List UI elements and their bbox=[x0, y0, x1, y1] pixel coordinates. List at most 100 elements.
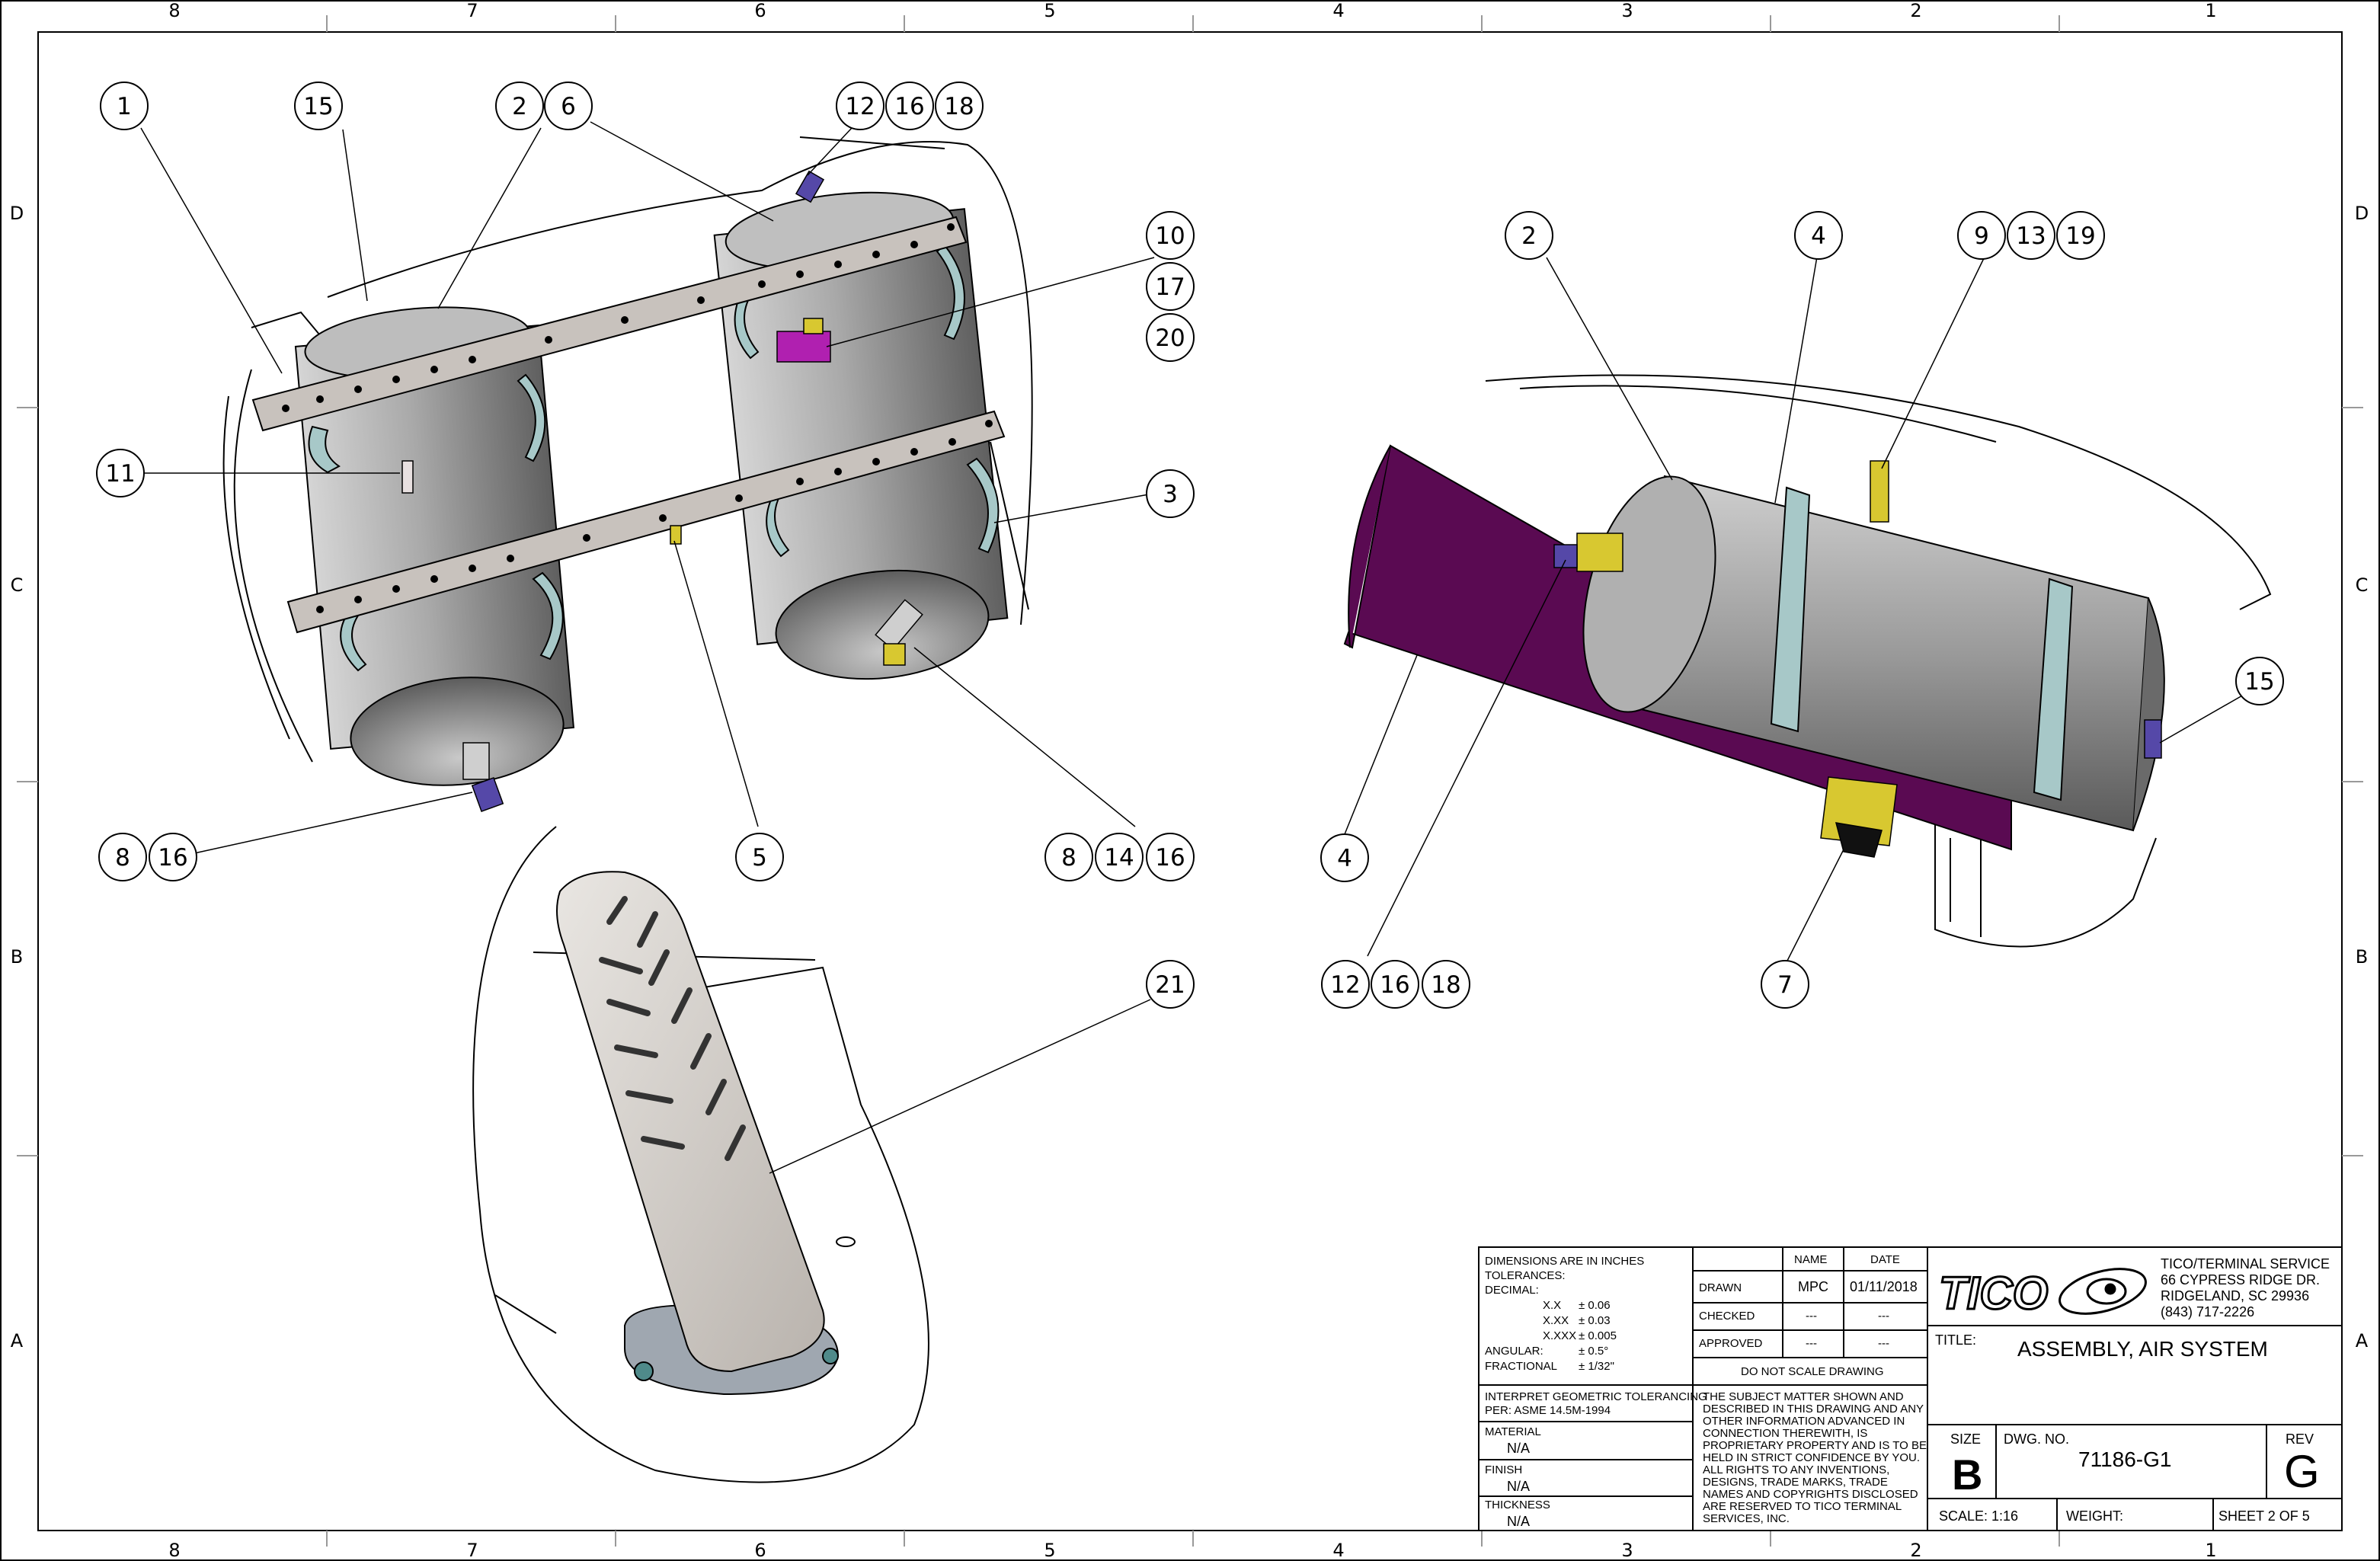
balloon-circle bbox=[1146, 469, 1195, 518]
zone-row-D-right: D bbox=[2355, 203, 2369, 224]
balloon-circle bbox=[1320, 833, 1369, 882]
balloon-label: 11 bbox=[105, 460, 135, 488]
approved-date: --- bbox=[1878, 1337, 1889, 1350]
balloon-circle bbox=[2007, 211, 2055, 260]
drawn-date: 01/11/2018 bbox=[1850, 1279, 1918, 1294]
fittings-view1 bbox=[401, 170, 923, 813]
company-logo: TICO bbox=[1939, 1268, 2048, 1319]
balloon-2: 2 bbox=[1505, 211, 1553, 260]
balloon-16: 16 bbox=[885, 82, 934, 130]
balloon-label: 14 bbox=[1104, 844, 1134, 872]
title-block-text: DIMENSIONS ARE IN INCHES TOLERANCES: DEC… bbox=[1485, 1253, 2330, 1529]
confidential-line: SERVICES, INC. bbox=[1703, 1512, 1790, 1525]
balloon-circle bbox=[1761, 960, 1809, 1009]
fractional-value: ± 1/32" bbox=[1579, 1360, 1614, 1373]
revision-label: REV bbox=[2286, 1431, 2314, 1447]
zone-column-7-bottom: 7 bbox=[466, 1540, 478, 1561]
balloon-16: 16 bbox=[1146, 833, 1195, 881]
balloon-14: 14 bbox=[1095, 833, 1144, 881]
angular-label: ANGULAR: bbox=[1485, 1345, 1543, 1358]
finish-label: FINISH bbox=[1485, 1463, 1522, 1476]
balloon-16: 16 bbox=[149, 833, 197, 881]
balloon-label: 15 bbox=[2244, 668, 2274, 696]
balloon-7: 7 bbox=[1761, 960, 1809, 1009]
balloon-circle bbox=[1146, 211, 1195, 260]
confidential-line: THE SUBJECT MATTER SHOWN AND bbox=[1703, 1390, 1904, 1403]
balloon-label: 5 bbox=[752, 844, 767, 872]
logo-emblem-icon bbox=[2059, 1268, 2147, 1315]
balloon-label: 16 bbox=[158, 844, 187, 872]
balloon-label: 3 bbox=[1163, 481, 1178, 508]
balloon-10: 10 bbox=[1146, 211, 1195, 260]
zone-column-7-top: 7 bbox=[466, 0, 478, 21]
tol-xxx-value: ± 0.005 bbox=[1579, 1329, 1617, 1342]
company-phone: (843) 717-2226 bbox=[2161, 1304, 2254, 1319]
tank-brackets bbox=[251, 216, 1006, 634]
balloon-label: 16 bbox=[1380, 971, 1409, 999]
weight: WEIGHT: bbox=[2066, 1508, 2123, 1524]
balloon-circle bbox=[1794, 211, 1843, 260]
confidential-line: DESCRIBED IN THIS DRAWING AND ANY bbox=[1703, 1403, 1924, 1415]
tol-xx-value: ± 0.03 bbox=[1579, 1314, 1611, 1327]
balloon-1: 1 bbox=[100, 82, 149, 130]
balloon-circle bbox=[836, 82, 885, 130]
name-column-header: NAME bbox=[1794, 1253, 1827, 1266]
tol-x-label: X.X bbox=[1543, 1299, 1561, 1312]
balloon-label: 2 bbox=[1521, 222, 1537, 250]
balloon-6: 6 bbox=[544, 82, 593, 130]
balloon-16: 16 bbox=[1371, 960, 1419, 1009]
balloon-label: 4 bbox=[1811, 222, 1826, 250]
balloon-circle bbox=[294, 82, 343, 130]
zone-column-8-bottom: 8 bbox=[168, 1540, 180, 1561]
approved-name: --- bbox=[1806, 1337, 1817, 1350]
tank-horizontal bbox=[1582, 475, 2165, 832]
balloon-label: 6 bbox=[561, 93, 576, 120]
interpret-line-1: INTERPRET GEOMETRIC TOLERANCING bbox=[1485, 1390, 1707, 1403]
company-street: 66 CYPRESS RIDGE DR. bbox=[2161, 1272, 2320, 1288]
balloon-12: 12 bbox=[836, 82, 885, 130]
checked-name: --- bbox=[1806, 1310, 1817, 1323]
zone-row-A-right: A bbox=[2356, 1330, 2369, 1351]
balloon-circle bbox=[1146, 313, 1195, 362]
material-label: MATERIAL bbox=[1485, 1425, 1541, 1438]
balloon-label: 16 bbox=[894, 93, 924, 120]
balloon-8: 8 bbox=[1044, 833, 1093, 881]
title-block bbox=[1478, 1246, 2343, 1531]
balloon-circle bbox=[1095, 833, 1144, 881]
do-not-scale-note: DO NOT SCALE DRAWING bbox=[1741, 1365, 1884, 1378]
balloon-circle bbox=[1957, 211, 2006, 260]
balloon-label: 18 bbox=[1431, 971, 1460, 999]
drawn-label: DRAWN bbox=[1699, 1281, 1742, 1294]
balloon-label: 8 bbox=[1061, 844, 1076, 872]
balloon-circle bbox=[1044, 833, 1093, 881]
balloon-circle bbox=[1422, 960, 1470, 1009]
balloon-circle bbox=[1146, 833, 1195, 881]
view-tank-side bbox=[1343, 374, 2272, 948]
fittings-view2 bbox=[1553, 460, 2162, 858]
confidential-line: PROPRIETARY PROPERTY AND IS TO BE bbox=[1703, 1439, 1927, 1452]
balloon-label: 1 bbox=[117, 93, 132, 120]
balloon-label: 10 bbox=[1155, 222, 1185, 250]
balloon-20: 20 bbox=[1146, 313, 1195, 362]
company-name: TICO/TERMINAL SERVICE bbox=[2161, 1256, 2330, 1272]
confidential-line: DESIGNS, TRADE MARKS, TRADE bbox=[1703, 1476, 1888, 1489]
balloon-12: 12 bbox=[1321, 960, 1370, 1009]
balloon-circle bbox=[149, 833, 197, 881]
checked-date: --- bbox=[1878, 1310, 1889, 1323]
drawing-number: 71186-G1 bbox=[2078, 1447, 2171, 1471]
size-value: B bbox=[1952, 1451, 1982, 1499]
balloon-9: 9 bbox=[1957, 211, 2006, 260]
angular-value: ± 0.5° bbox=[1579, 1345, 1608, 1358]
tol-xx-label: X.XX bbox=[1543, 1314, 1569, 1327]
checked-label: CHECKED bbox=[1699, 1310, 1755, 1323]
balloon-18: 18 bbox=[1422, 960, 1470, 1009]
bracket-holes bbox=[282, 223, 993, 613]
balloon-21: 21 bbox=[1146, 960, 1195, 1009]
zone-column-4-bottom: 4 bbox=[1332, 1540, 1344, 1561]
balloon-label: 4 bbox=[1337, 845, 1352, 872]
balloon-label: 7 bbox=[1777, 971, 1793, 999]
balloon-circle bbox=[2235, 657, 2284, 705]
balloon-label: 12 bbox=[1330, 971, 1360, 999]
